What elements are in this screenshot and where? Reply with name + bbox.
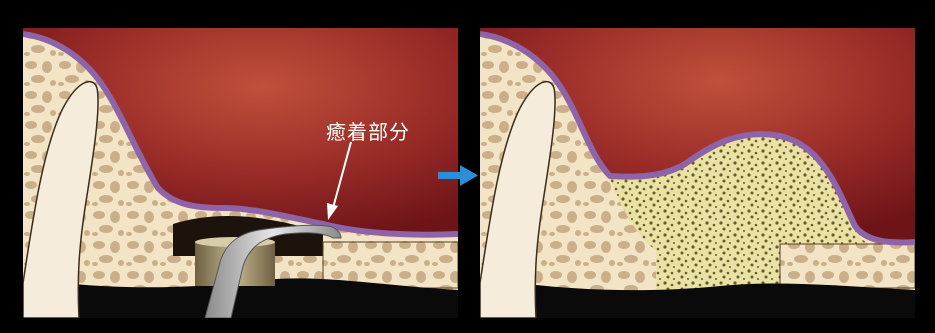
residual-crest — [780, 244, 915, 288]
before-illustration — [23, 28, 458, 318]
adhesion-callout-label: 癒着部分 — [326, 116, 410, 145]
after-panel — [480, 28, 915, 318]
after-illustration — [480, 28, 915, 318]
before-panel: 癒着部分 — [23, 28, 458, 318]
transition-arrow-icon — [438, 163, 482, 187]
